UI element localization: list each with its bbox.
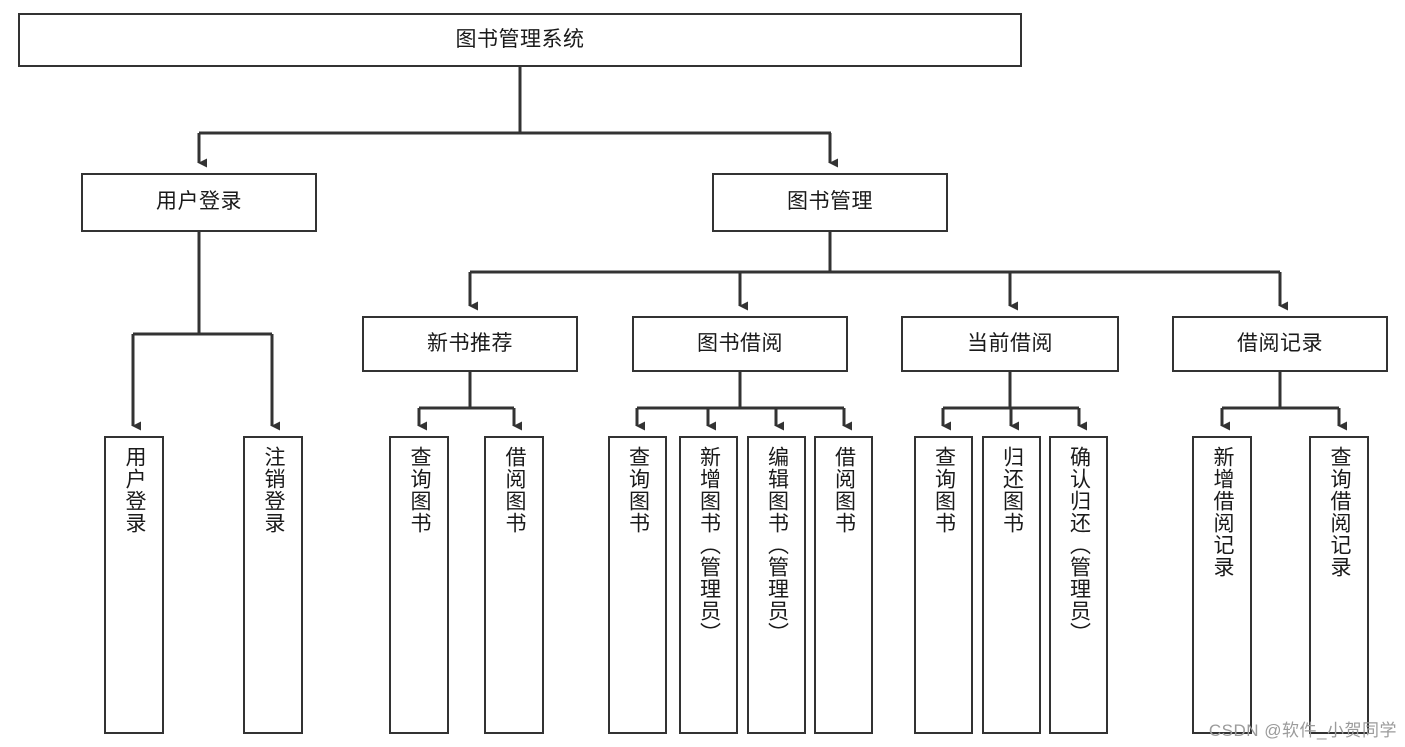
node-leaf-add-record[interactable]: 新增借阅记录 — [1192, 436, 1252, 734]
node-leaf-user-login[interactable]: 用户登录 — [104, 436, 164, 734]
node-leaf-return-book[interactable]: 归还图书 — [982, 436, 1041, 734]
node-leaf-query-book-bb-label: 查询图书 — [626, 446, 650, 534]
node-current-borrow-label: 当前借阅 — [967, 331, 1053, 355]
node-leaf-user-login-label: 用户登录 — [123, 446, 147, 534]
node-book-manage-label: 图书管理 — [787, 190, 873, 214]
node-leaf-logout[interactable]: 注销登录 — [243, 436, 303, 734]
node-borrow-record-label: 借阅记录 — [1237, 331, 1323, 355]
node-root[interactable]: 图书管理系统 — [18, 13, 1022, 67]
node-leaf-query-book-cb[interactable]: 查询图书 — [914, 436, 973, 734]
node-leaf-logout-label: 注销登录 — [262, 446, 286, 534]
node-leaf-borrow-book-bb-label: 借阅图书 — [832, 446, 856, 534]
node-book-manage[interactable]: 图书管理 — [712, 173, 948, 232]
node-leaf-confirm-return-label: 确认归还（管理员） — [1067, 446, 1091, 644]
node-borrow-record[interactable]: 借阅记录 — [1172, 316, 1388, 372]
node-book-borrow-label: 图书借阅 — [697, 331, 783, 355]
node-leaf-query-record-label: 查询借阅记录 — [1328, 446, 1352, 578]
node-leaf-borrow-book-bb[interactable]: 借阅图书 — [814, 436, 873, 734]
node-leaf-add-record-label: 新增借阅记录 — [1211, 446, 1235, 578]
node-leaf-borrow-book-rec-label: 借阅图书 — [503, 446, 527, 534]
node-user-login[interactable]: 用户登录 — [81, 173, 317, 232]
node-leaf-edit-book[interactable]: 编辑图书（管理员） — [747, 436, 806, 734]
node-leaf-query-book-cb-label: 查询图书 — [932, 446, 956, 534]
node-leaf-return-book-label: 归还图书 — [1000, 446, 1024, 534]
node-leaf-borrow-book-rec[interactable]: 借阅图书 — [484, 436, 544, 734]
node-leaf-confirm-return[interactable]: 确认归还（管理员） — [1049, 436, 1108, 734]
node-leaf-add-book-label: 新增图书（管理员） — [697, 446, 721, 644]
node-leaf-query-book-rec[interactable]: 查询图书 — [389, 436, 449, 734]
node-leaf-add-book[interactable]: 新增图书（管理员） — [679, 436, 738, 734]
node-root-label: 图书管理系统 — [455, 27, 585, 51]
node-leaf-query-record[interactable]: 查询借阅记录 — [1309, 436, 1369, 734]
node-leaf-query-book-bb[interactable]: 查询图书 — [608, 436, 667, 734]
node-current-borrow[interactable]: 当前借阅 — [901, 316, 1119, 372]
node-new-book-rec-label: 新书推荐 — [427, 331, 513, 355]
node-leaf-edit-book-label: 编辑图书（管理员） — [765, 446, 789, 644]
node-new-book-rec[interactable]: 新书推荐 — [362, 316, 578, 372]
node-user-login-label: 用户登录 — [156, 190, 242, 214]
watermark-text: CSDN @软件_小贺同学 — [1208, 721, 1397, 740]
node-leaf-query-book-rec-label: 查询图书 — [408, 446, 432, 534]
node-book-borrow[interactable]: 图书借阅 — [632, 316, 848, 372]
